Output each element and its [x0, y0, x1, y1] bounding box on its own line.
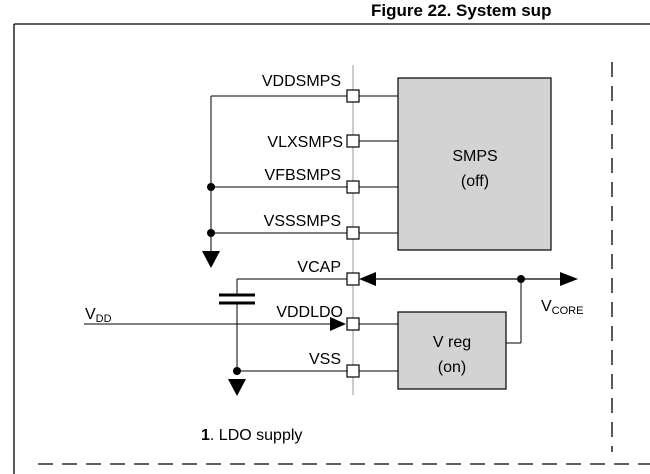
- pin-label-vddldo: VDDLDO: [276, 304, 343, 321]
- pin-label-vfbsmps: VFBSMPS: [265, 167, 341, 184]
- caption-text: . LDO supply: [210, 427, 302, 444]
- smps-state-label: (off): [461, 173, 489, 190]
- vcap-arrow-left: [359, 272, 376, 286]
- pin-label-vcap: VCAP: [297, 259, 341, 276]
- pin-label-vss: VSS: [309, 351, 341, 368]
- smps-ground-arrow: [202, 251, 220, 268]
- pin-label-vddsmps: VDDSMPS: [262, 73, 341, 90]
- diagram-caption: 1. LDO supply: [201, 427, 302, 444]
- vdd-label: VDD: [85, 306, 112, 325]
- vsssmps-junction-dot: [207, 229, 215, 237]
- vcore-label-main: V: [541, 298, 552, 315]
- vfbsmps-junction-dot: [207, 183, 215, 191]
- smps-block: [397, 77, 552, 251]
- vcore-label: VCORE: [541, 298, 583, 317]
- pin-vcap: [346, 272, 360, 286]
- pin-vlxsmps: [346, 134, 360, 148]
- vss-junction-dot: [233, 367, 241, 375]
- pin-label-vsssmps: VSSSMPS: [264, 213, 341, 230]
- smps-label: SMPS: [452, 148, 497, 165]
- vreg-label: V reg: [433, 334, 471, 351]
- vdd-input-arrow: [330, 317, 346, 331]
- pin-vsssmps: [346, 226, 360, 240]
- pin-label-vlxsmps: VLXSMPS: [267, 134, 343, 151]
- vreg-state-label: (on): [438, 359, 466, 376]
- vcore-arrow-right: [560, 272, 578, 286]
- caption-number: 1: [201, 427, 210, 444]
- pin-vddldo: [346, 317, 360, 331]
- vcore-label-subscript: CORE: [552, 305, 584, 317]
- pin-vfbsmps: [346, 180, 360, 194]
- ldo-ground-arrow: [228, 379, 246, 396]
- vdd-label-main: V: [85, 306, 96, 323]
- figure-title: Figure 22. System sup: [371, 1, 552, 20]
- pin-vss: [346, 364, 360, 378]
- pin-vddsmps: [346, 89, 360, 103]
- vreg-block: [397, 311, 507, 390]
- vdd-label-subscript: DD: [96, 313, 112, 325]
